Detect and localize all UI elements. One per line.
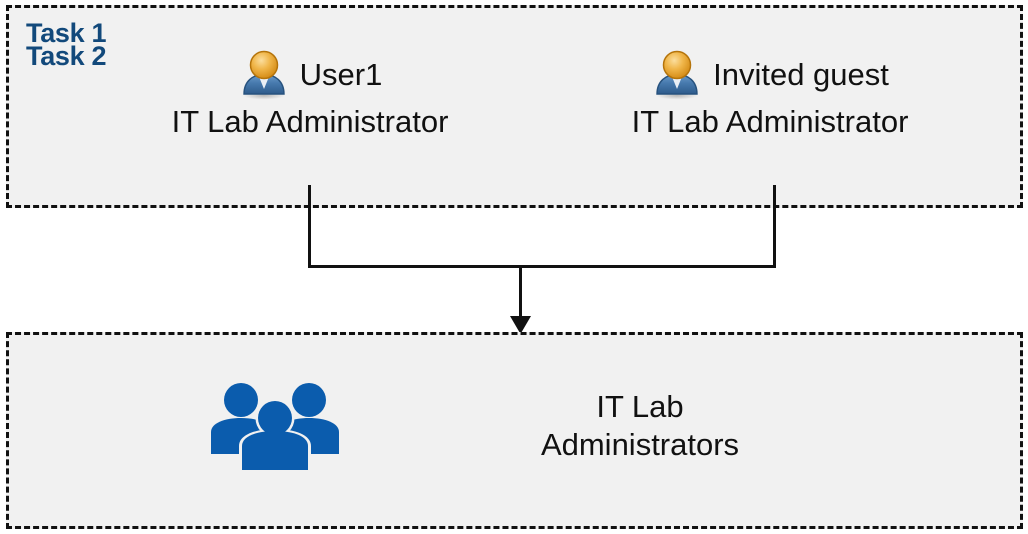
- task-1-container: [6, 5, 1023, 208]
- group-entry: IT Lab Administrators: [205, 378, 825, 474]
- person-invited-guest: Invited guest IT Lab Administrator: [590, 48, 950, 140]
- people-group-icon: [205, 378, 345, 474]
- group-name-line1: IT Lab: [596, 389, 684, 425]
- person-user1-name: User1: [299, 56, 383, 92]
- group-name: IT Lab Administrators: [455, 388, 825, 464]
- person-invited-guest-header: Invited guest: [590, 48, 950, 100]
- person-invited-guest-role: IT Lab Administrator: [631, 104, 909, 139]
- person-user1: User1 IT Lab Administrator: [130, 48, 490, 140]
- person-user1-header: User1: [130, 48, 490, 100]
- user-avatar-icon: [651, 48, 703, 100]
- task-1-label: Task 1: [26, 18, 107, 48]
- task-2-label: Task 2: [26, 41, 107, 71]
- task-2-container: [6, 332, 1023, 529]
- person-user1-role: IT Lab Administrator: [171, 104, 449, 139]
- person-invited-guest-name: Invited guest: [713, 56, 889, 92]
- user-avatar-icon: [238, 48, 290, 100]
- group-name-line2: Administrators: [540, 427, 740, 462]
